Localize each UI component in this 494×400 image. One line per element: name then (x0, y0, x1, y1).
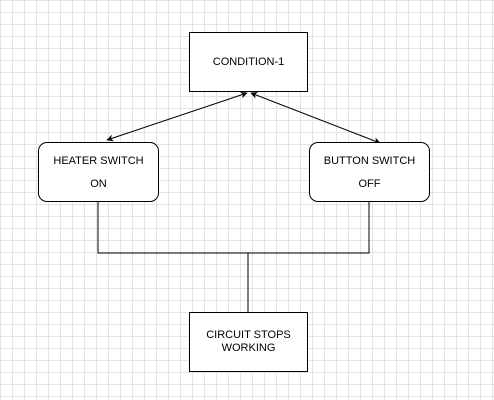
node-heater-switch-title: HEATER SWITCH (53, 155, 144, 167)
edge-button-circuit (248, 202, 370, 254)
node-circuit-stops-line2: WORKING (221, 342, 276, 354)
node-circuit-stops-line1: CIRCUIT STOPS (206, 329, 291, 341)
node-condition-1-label: CONDITION-1 (212, 55, 285, 68)
node-button-switch-title: BUTTON SWITCH (323, 155, 416, 167)
edge-condition-heater (106, 91, 248, 142)
node-button-switch-state: OFF (358, 178, 381, 190)
node-button-switch[interactable]: BUTTON SWITCH OFF (309, 142, 430, 202)
edge-heater-circuit (97, 202, 249, 312)
node-circuit-stops[interactable]: CIRCUIT STOPS WORKING (189, 312, 308, 372)
edge-condition-button (250, 92, 381, 144)
node-condition-1[interactable]: CONDITION-1 (189, 32, 308, 92)
node-heater-switch-state: ON (90, 178, 107, 190)
node-heater-switch[interactable]: HEATER SWITCH ON (38, 142, 159, 202)
